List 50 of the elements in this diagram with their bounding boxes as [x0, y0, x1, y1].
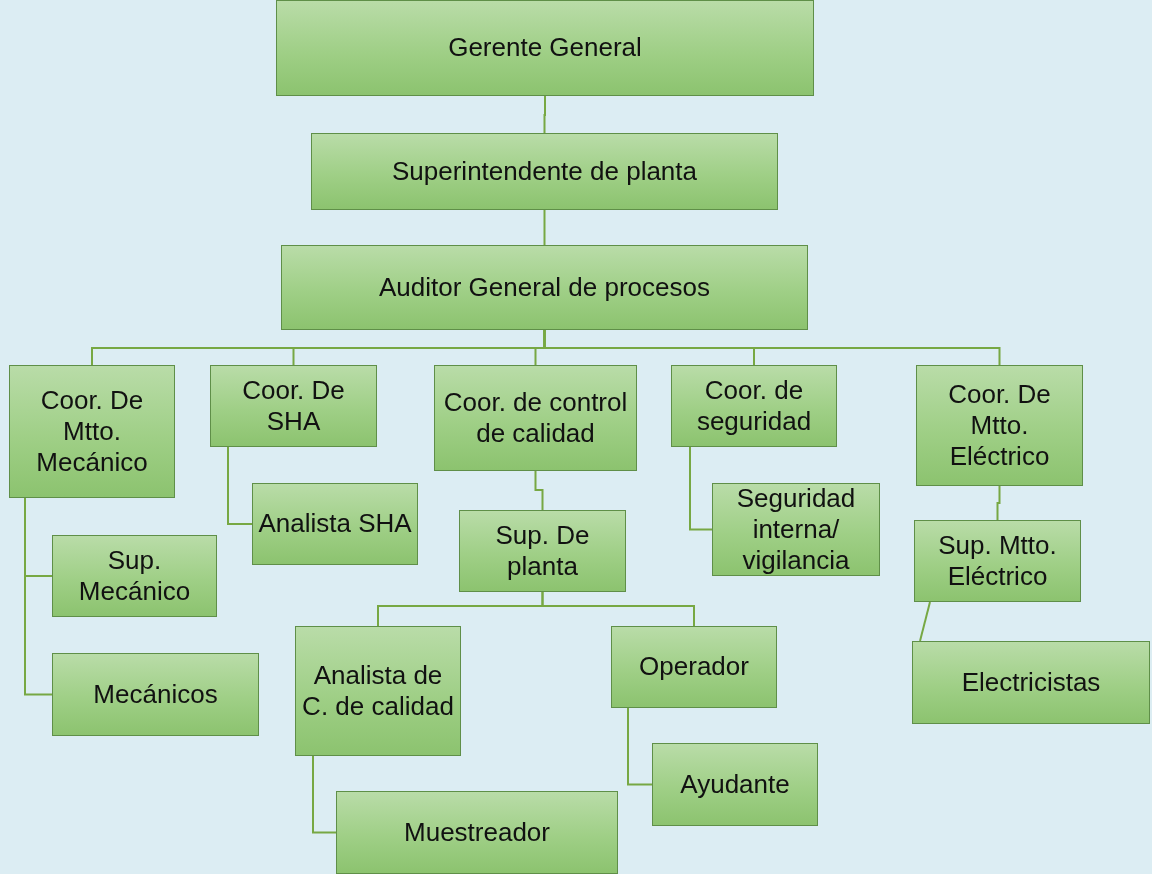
role-title: Gerente General [448, 32, 642, 64]
role-title: Mecánicos [93, 678, 218, 711]
role-title: Ayudante [680, 768, 790, 801]
org-box [916, 365, 1083, 486]
org-box [52, 535, 217, 617]
org-box [459, 510, 626, 592]
org-box [434, 365, 637, 471]
org-box [912, 641, 1150, 724]
role-title: Analista SHA [258, 508, 412, 540]
connector-line [541, 591, 695, 627]
connector-line [227, 446, 253, 525]
connector-line [543, 209, 546, 246]
role-title: Sup. Mecánico [77, 544, 192, 608]
role-title: Coor. De Mtto. Eléctrico [947, 378, 1052, 473]
connector-line [919, 601, 931, 642]
connector-line [627, 707, 653, 786]
role-title: Sup. De planta [494, 519, 591, 583]
connector-line [996, 485, 1001, 521]
role-title: Seguridad interna/ vigilancia [735, 482, 857, 577]
connector-line [24, 497, 53, 696]
role-title: Coor. de seguridad [695, 374, 813, 438]
connector-line [543, 329, 1001, 366]
org-box [281, 245, 808, 330]
org-box [295, 626, 461, 756]
role-title: Electricistas [961, 666, 1101, 699]
role-title: Sup. Mtto. Eléctrico [937, 529, 1058, 593]
connector-line [534, 470, 544, 511]
org-box [311, 133, 778, 210]
org-box [210, 365, 377, 447]
role-title: Coor. De Mtto. Mecánico [35, 384, 149, 479]
org-box [712, 483, 880, 576]
org-box [52, 653, 259, 736]
connector-line [543, 95, 546, 134]
org-box [252, 483, 418, 565]
org-box [652, 743, 818, 826]
role-title: Operador [639, 651, 749, 683]
connector-line [312, 755, 337, 834]
connector-line [689, 446, 713, 531]
org-box [276, 0, 814, 96]
org-box [914, 520, 1081, 602]
role-title: Analista de C. de calidad [301, 659, 455, 723]
org-box [9, 365, 175, 498]
org-box [671, 365, 837, 447]
role-title: Coor. de control de calidad [442, 386, 629, 450]
role-title: Auditor General de procesos [379, 271, 710, 304]
org-box [336, 791, 618, 874]
role-title: Superintendente de planta [392, 155, 697, 188]
org-box [611, 626, 777, 708]
role-title: Muestreador [404, 816, 550, 849]
role-title: Coor. De SHA [241, 374, 346, 438]
